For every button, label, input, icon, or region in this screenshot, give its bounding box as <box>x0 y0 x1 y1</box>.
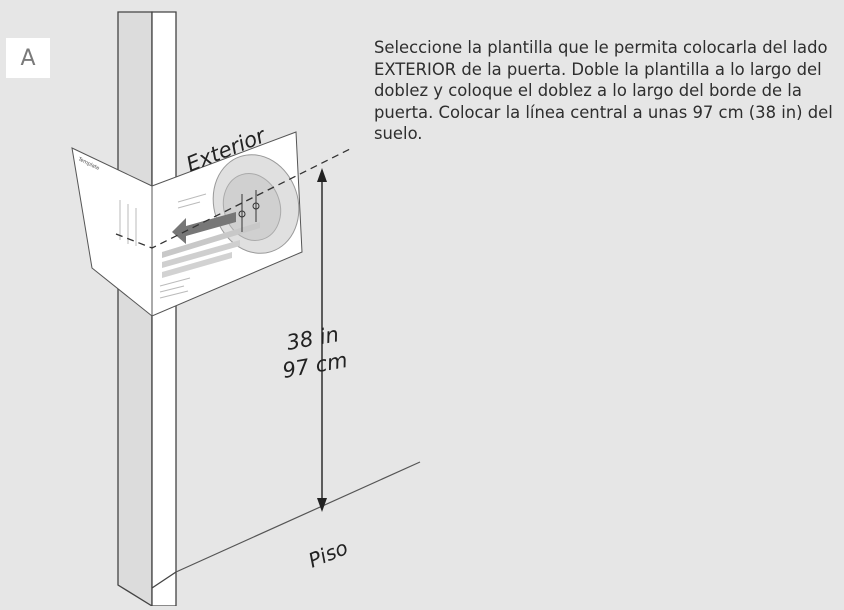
floor-label: Piso <box>305 535 351 572</box>
instructions-text: Seleccione la plantilla que le permita c… <box>374 38 833 143</box>
height-dimension-arrow <box>317 168 327 512</box>
floor-line <box>175 461 421 573</box>
door-bottom-edge <box>151 571 177 589</box>
template-band-1 <box>162 222 260 258</box>
template-arrow <box>172 212 236 244</box>
centerline-markers <box>238 190 260 232</box>
template-band-3 <box>162 252 232 278</box>
template-band-2 <box>162 240 240 268</box>
step-badge: A <box>6 38 50 78</box>
template-fine-print <box>119 193 207 299</box>
centerline <box>115 147 353 249</box>
